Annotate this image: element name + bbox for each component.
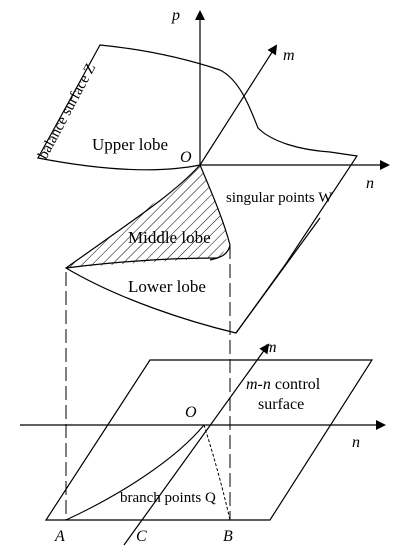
n-axis-label-top: n <box>366 175 374 192</box>
m-axis-label-top: m <box>283 47 295 64</box>
balance-surface-label: balance surface Z <box>35 61 99 162</box>
m-axis-bottom <box>123 343 270 546</box>
control-surface-plane <box>44 359 374 521</box>
point-B-label: B <box>223 528 233 545</box>
origin-label-top: O <box>180 149 192 166</box>
n-axis-label-bottom: n <box>352 434 360 451</box>
branch-points-label: branch points Q <box>120 490 216 506</box>
singular-points-label: singular points W <box>226 190 333 206</box>
p-axis-label: p <box>171 7 180 24</box>
middle-lobe-label: Middle lobe <box>128 228 211 247</box>
control-surface-label-line2: surface <box>258 396 304 413</box>
control-surface-label-line1: m-n control <box>246 376 321 393</box>
branch-curve-left <box>65 424 205 521</box>
point-C-label: C <box>136 528 147 545</box>
surface-front-edge <box>235 217 321 334</box>
branch-curve-right <box>203 424 231 521</box>
m-axis-top <box>199 44 278 166</box>
m-axis-label-bottom: m <box>265 339 277 356</box>
lower-lobe-label: Lower lobe <box>128 277 206 296</box>
point-A-label: A <box>54 528 65 545</box>
middle-lobe-left-edge <box>65 257 219 269</box>
upper-lobe-label: Upper lobe <box>92 135 168 154</box>
middle-lobe-region <box>66 165 227 268</box>
origin-label-bottom: O <box>185 404 197 421</box>
